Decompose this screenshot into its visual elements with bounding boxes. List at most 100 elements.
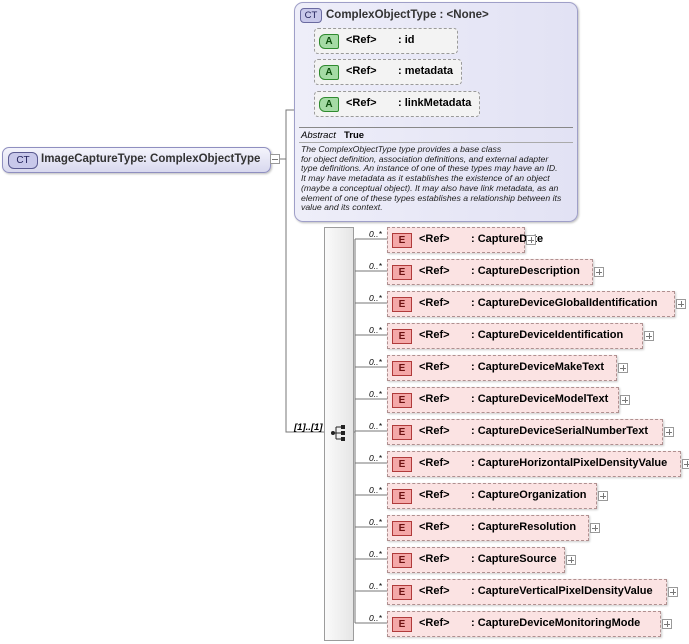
ref-label: <Ref> xyxy=(419,265,450,277)
element-icon: E xyxy=(392,361,412,376)
collapse-toggle[interactable] xyxy=(270,154,280,164)
type-name: ImageCaptureType xyxy=(41,153,144,165)
element-icon: E xyxy=(392,297,412,312)
ref-label: <Ref> xyxy=(419,425,450,437)
complex-type-icon: CT xyxy=(8,152,38,169)
element-icon: E xyxy=(392,617,412,632)
attribute-icon: A xyxy=(319,34,339,49)
complex-type-icon: CT xyxy=(300,8,322,23)
element-name: : CaptureDeviceModelText xyxy=(471,393,609,405)
occurrence-label: 0..* xyxy=(369,453,382,463)
ref-label: <Ref> xyxy=(419,521,450,533)
element-name: : CaptureResolution xyxy=(471,521,577,533)
image-capture-type-node[interactable]: CT ImageCaptureType : ComplexObjectType xyxy=(2,147,271,173)
ref-label: <Ref> xyxy=(419,329,450,341)
occurrence-label: 0..* xyxy=(369,389,382,399)
element-name: : CaptureVerticalPixelDensityValue xyxy=(471,585,653,597)
element-node[interactable]: E <Ref> : CaptureDescription xyxy=(387,259,593,285)
element-name: : CaptureOrganization xyxy=(471,489,587,501)
element-node[interactable]: E <Ref> : CaptureVerticalPixelDensityValue xyxy=(387,579,667,605)
ref-label: <Ref> xyxy=(419,297,450,309)
abstract-value: True xyxy=(344,130,365,141)
element-icon: E xyxy=(392,457,412,472)
element-name: : CaptureDeviceGlobalIdentification xyxy=(471,297,658,309)
element-node[interactable]: E <Ref> : CaptureDeviceMonitoringMode xyxy=(387,611,661,637)
expand-toggle[interactable] xyxy=(676,299,686,309)
expand-toggle[interactable] xyxy=(620,395,630,405)
occurrence-label: 0..* xyxy=(369,613,382,623)
expand-toggle[interactable] xyxy=(598,491,608,501)
element-node[interactable]: E <Ref> : CaptureDeviceSerialNumberText xyxy=(387,419,663,445)
occurrence-label: 0..* xyxy=(369,485,382,495)
element-name: : CaptureHorizontalPixelDensityValue xyxy=(471,457,668,469)
element-node[interactable]: E <Ref> : CaptureDeviceModelText xyxy=(387,387,619,413)
expand-toggle[interactable] xyxy=(662,619,672,629)
ref-label: <Ref> xyxy=(419,617,450,629)
attribute-link-metadata[interactable]: A <Ref> : linkMetadata xyxy=(314,91,480,117)
attribute-icon: A xyxy=(319,97,339,112)
expand-toggle[interactable] xyxy=(566,555,576,565)
element-icon: E xyxy=(392,329,412,344)
occurrence-label: 0..* xyxy=(369,261,382,271)
element-icon: E xyxy=(392,489,412,504)
occurrence-label: 0..* xyxy=(369,421,382,431)
ref-label: <Ref> xyxy=(419,489,450,501)
expand-toggle[interactable] xyxy=(618,363,628,373)
expand-toggle[interactable] xyxy=(682,459,689,469)
element-name: : CaptureDescription xyxy=(471,265,580,277)
ref-label: <Ref> xyxy=(419,393,450,405)
ref-label: <Ref> xyxy=(346,65,377,77)
divider xyxy=(299,127,573,128)
base-type-title: ComplexObjectType : <None> xyxy=(326,9,489,21)
attribute-name: : id xyxy=(398,34,415,46)
element-node[interactable]: E <Ref> : CaptureOrganization xyxy=(387,483,597,509)
ref-label: <Ref> xyxy=(419,553,450,565)
element-name: : CaptureDeviceMakeText xyxy=(471,361,605,373)
expand-toggle[interactable] xyxy=(644,331,654,341)
ref-label: <Ref> xyxy=(419,361,450,373)
element-node[interactable]: E <Ref> : CaptureResolution xyxy=(387,515,589,541)
element-icon: E xyxy=(392,553,412,568)
ref-label: <Ref> xyxy=(346,97,377,109)
expand-toggle[interactable] xyxy=(668,587,678,597)
occurrence-label: 0..* xyxy=(369,229,382,239)
element-name: : CaptureSource xyxy=(471,553,557,565)
element-node[interactable]: E <Ref> : CaptureDeviceMakeText xyxy=(387,355,617,381)
sequence-compositor[interactable] xyxy=(324,227,354,641)
ref-label: <Ref> xyxy=(419,585,450,597)
ref-label: <Ref> xyxy=(419,233,450,245)
occurrence-label: 0..* xyxy=(369,357,382,367)
sequence-icon xyxy=(331,425,345,441)
element-node[interactable]: E <Ref> : CaptureSource xyxy=(387,547,565,573)
element-name: : CaptureDeviceSerialNumberText xyxy=(471,425,649,437)
attribute-name: : linkMetadata xyxy=(398,97,472,109)
expand-toggle[interactable] xyxy=(664,427,674,437)
element-node[interactable]: E<Ref>: CaptureDeviceIdentification xyxy=(387,323,643,349)
element-node[interactable]: E <Ref> : CaptureDeviceGlobalIdentificatio… xyxy=(387,291,675,317)
attribute-name: : metadata xyxy=(398,65,454,77)
attribute-id[interactable]: A <Ref> : id xyxy=(314,28,458,54)
expand-toggle[interactable] xyxy=(526,235,536,245)
expand-toggle[interactable] xyxy=(594,267,604,277)
base-type-label: : ComplexObjectType xyxy=(143,153,261,165)
sequence-cardinality: [1]..[1] xyxy=(294,422,323,433)
occurrence-label: 0..* xyxy=(369,517,382,527)
element-icon: E xyxy=(392,585,412,600)
occurrence-label: 0..* xyxy=(369,293,382,303)
attribute-icon: A xyxy=(319,65,339,80)
element-icon: E xyxy=(392,521,412,536)
element-node[interactable]: E <Ref> : CaptureHorizontalPixelDensityVal… xyxy=(387,451,681,477)
ref-label: <Ref> xyxy=(419,457,450,469)
element-name: : CaptureDate xyxy=(471,233,544,245)
ref-label: <Ref> xyxy=(346,34,377,46)
expand-toggle[interactable] xyxy=(590,523,600,533)
occurrence-label: 0..* xyxy=(369,325,382,335)
element-node[interactable]: E<Ref>: CaptureDate xyxy=(387,227,543,253)
documentation: The ComplexObjectType type provides a ba… xyxy=(301,144,562,213)
element-icon: E xyxy=(392,425,412,440)
element-icon: E xyxy=(392,393,412,408)
element-icon: E xyxy=(392,265,412,280)
attribute-metadata[interactable]: A <Ref> : metadata xyxy=(314,59,462,85)
element-name: : CaptureDeviceMonitoringMode xyxy=(471,617,641,629)
